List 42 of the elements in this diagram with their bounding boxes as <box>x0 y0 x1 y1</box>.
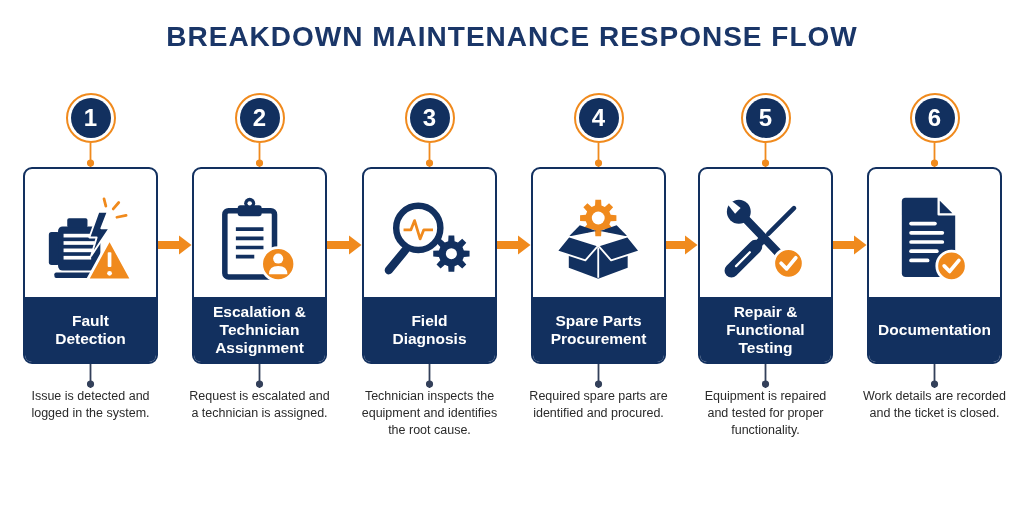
arrow <box>158 235 192 255</box>
connector-line <box>255 363 264 389</box>
connector-line <box>425 363 434 389</box>
step-title: Repair & Functional Testing <box>725 302 806 357</box>
step-title: Escalation & Technician Assignment <box>212 302 307 357</box>
connector-line <box>594 363 603 389</box>
step-description: Issue is detected and logged in the system. <box>17 388 164 422</box>
connector-line <box>425 142 434 168</box>
step-title: Field Diagnosis <box>391 311 468 348</box>
arrow <box>833 235 867 255</box>
step-number: 3 <box>404 93 455 143</box>
step-card <box>867 167 1002 364</box>
step-number: 1 <box>65 93 116 143</box>
step-description: Technician inspects the equipment and identifies the root cause. <box>356 388 503 439</box>
step-title: Spare Parts Procurement <box>549 311 648 348</box>
step-card <box>23 167 158 364</box>
step-description: Equipment is repaired and tested for proper functionality. <box>697 388 834 439</box>
step-card <box>698 167 833 364</box>
step-card <box>531 167 666 364</box>
step-number: 4 <box>573 93 624 143</box>
connector-line <box>255 142 264 168</box>
step-title: Fault Detection <box>54 311 127 348</box>
step-description: Required spare parts are identified and procured. <box>525 388 672 422</box>
connector-line <box>930 142 939 168</box>
step-card <box>192 167 327 364</box>
diagram-title: BREAKDOWN MAINTENANCE RESPONSE FLOW <box>166 20 858 54</box>
arrow <box>327 235 362 255</box>
step-title: Documentation <box>878 320 991 339</box>
arrow <box>497 235 531 255</box>
connector-line <box>594 142 603 168</box>
connector-line <box>761 142 770 168</box>
connector-line <box>86 142 95 168</box>
step-description: Request is escalated and a technician is assigned. <box>185 388 334 422</box>
step-number: 6 <box>909 93 960 143</box>
arrow <box>666 235 698 255</box>
connector-line <box>930 363 939 389</box>
step-number: 5 <box>740 93 791 143</box>
step-card <box>362 167 497 364</box>
step-description: Work details are recorded and the ticket is closed. <box>859 388 1010 422</box>
connector-line <box>761 363 770 389</box>
step-number: 2 <box>234 93 285 143</box>
connector-line <box>86 363 95 389</box>
